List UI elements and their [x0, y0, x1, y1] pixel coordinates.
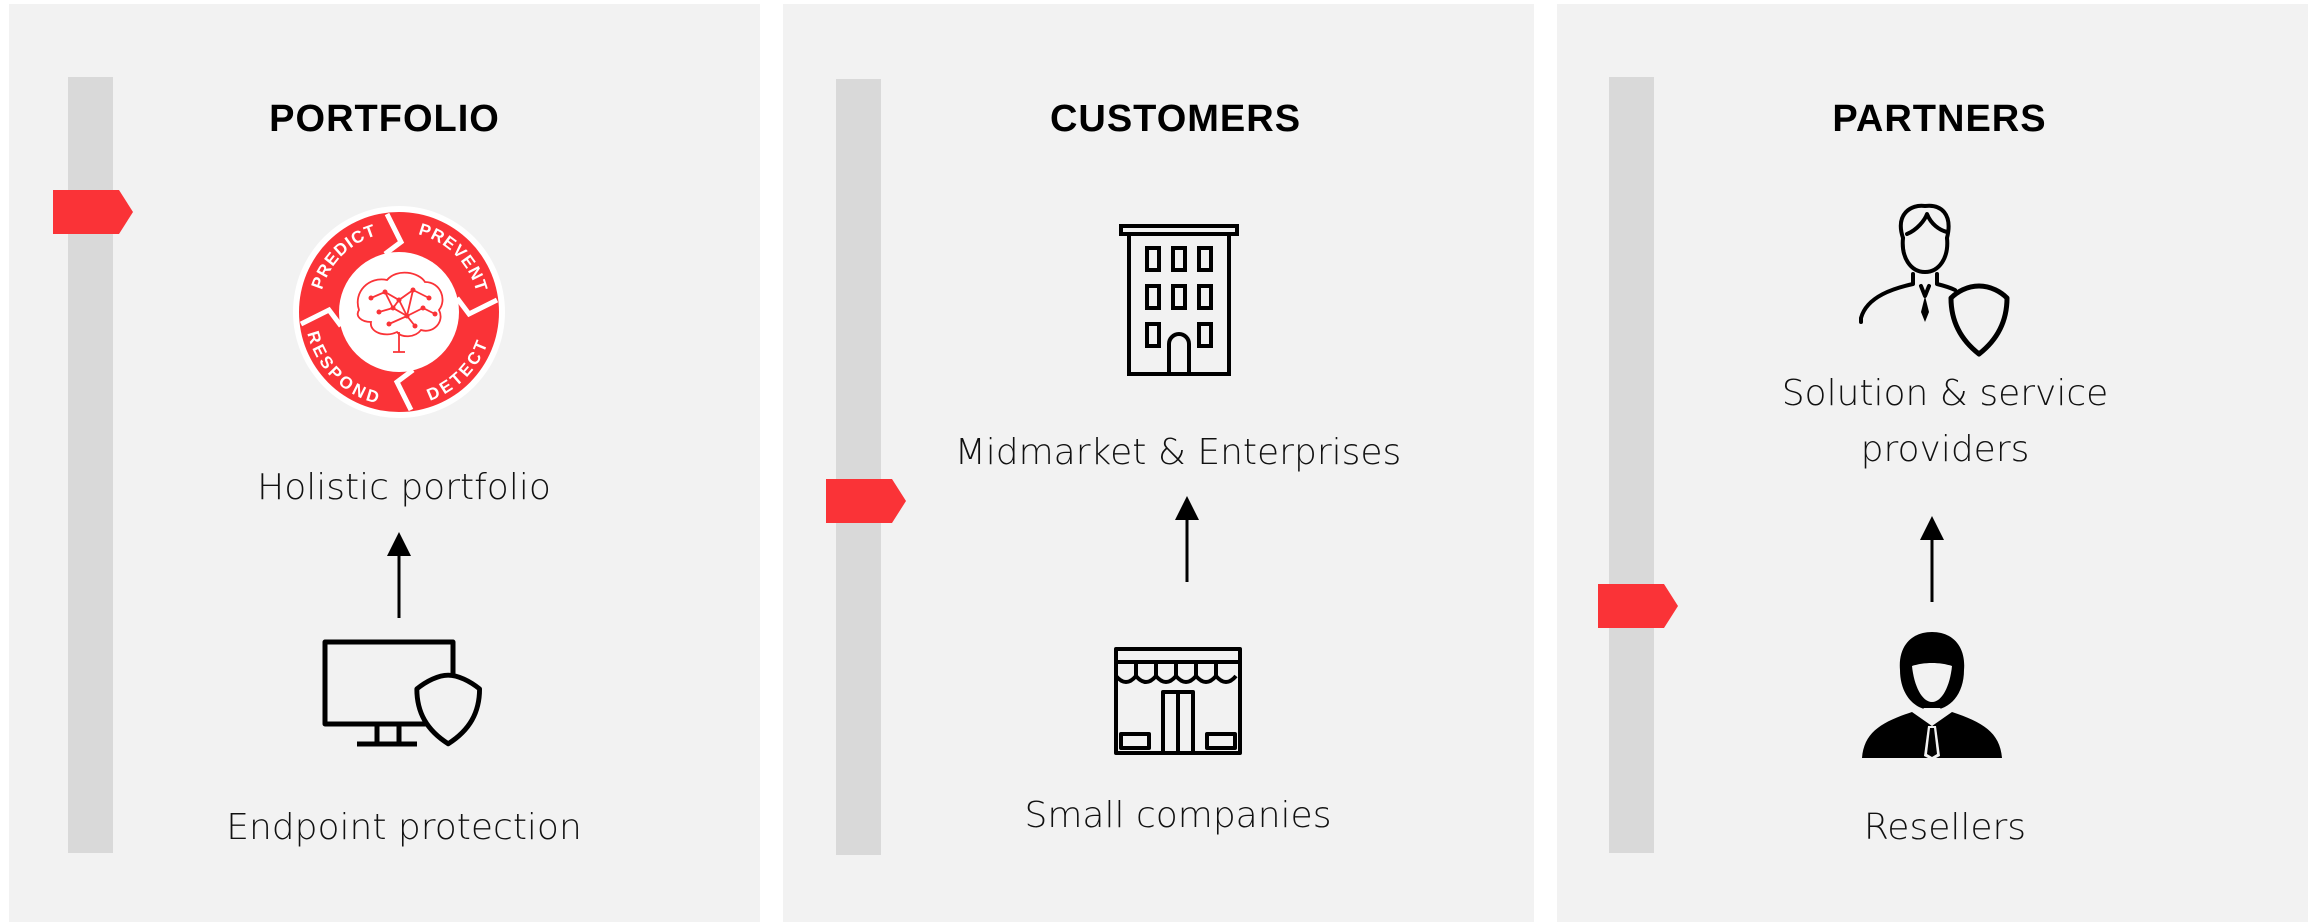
customers-bottom-label: Small companies: [1024, 795, 1332, 836]
customers-up-arrow: [1175, 496, 1199, 582]
office-building-icon: [1119, 224, 1239, 376]
partners-level-rail: [1609, 77, 1654, 853]
partners-bottom-label: Resellers: [1863, 807, 2027, 848]
portfolio-bottom-label: Endpoint protection: [226, 807, 582, 848]
customers-panel: CUSTOMERS Midmarket & Enterprises Small: [783, 4, 1534, 922]
monitor-shield-icon: [322, 639, 483, 747]
customers-level-rail: [836, 79, 881, 855]
portfolio-top-label: Holistic portfolio: [257, 467, 551, 508]
customers-level-marker: [826, 479, 906, 523]
partners-panel: PARTNERS Solution & service providers Re…: [1557, 4, 2308, 922]
portfolio-up-arrow: [387, 532, 411, 618]
partners-level-marker: [1598, 584, 1678, 628]
portfolio-level-marker: [53, 190, 133, 234]
partners-up-arrow: [1920, 516, 1944, 602]
person-shield-icon: [1859, 203, 2010, 357]
storefront-icon: [1114, 647, 1242, 755]
partners-top-label: Solution & service providers: [1781, 373, 2109, 470]
portfolio-heading: PORTFOLIO: [269, 98, 500, 140]
businessman-icon: [1862, 632, 2002, 760]
partners-heading: PARTNERS: [1832, 98, 2047, 140]
predict-prevent-detect-respond-logo: PREDICT PREVENT DETECT RESPOND: [293, 206, 505, 418]
customers-top-label: Midmarket & Enterprises: [954, 432, 1402, 473]
portfolio-panel: PORTFOLIO PREDICT PREVENT DETECT RESPOND: [9, 4, 760, 922]
customers-heading: CUSTOMERS: [1049, 98, 1302, 140]
